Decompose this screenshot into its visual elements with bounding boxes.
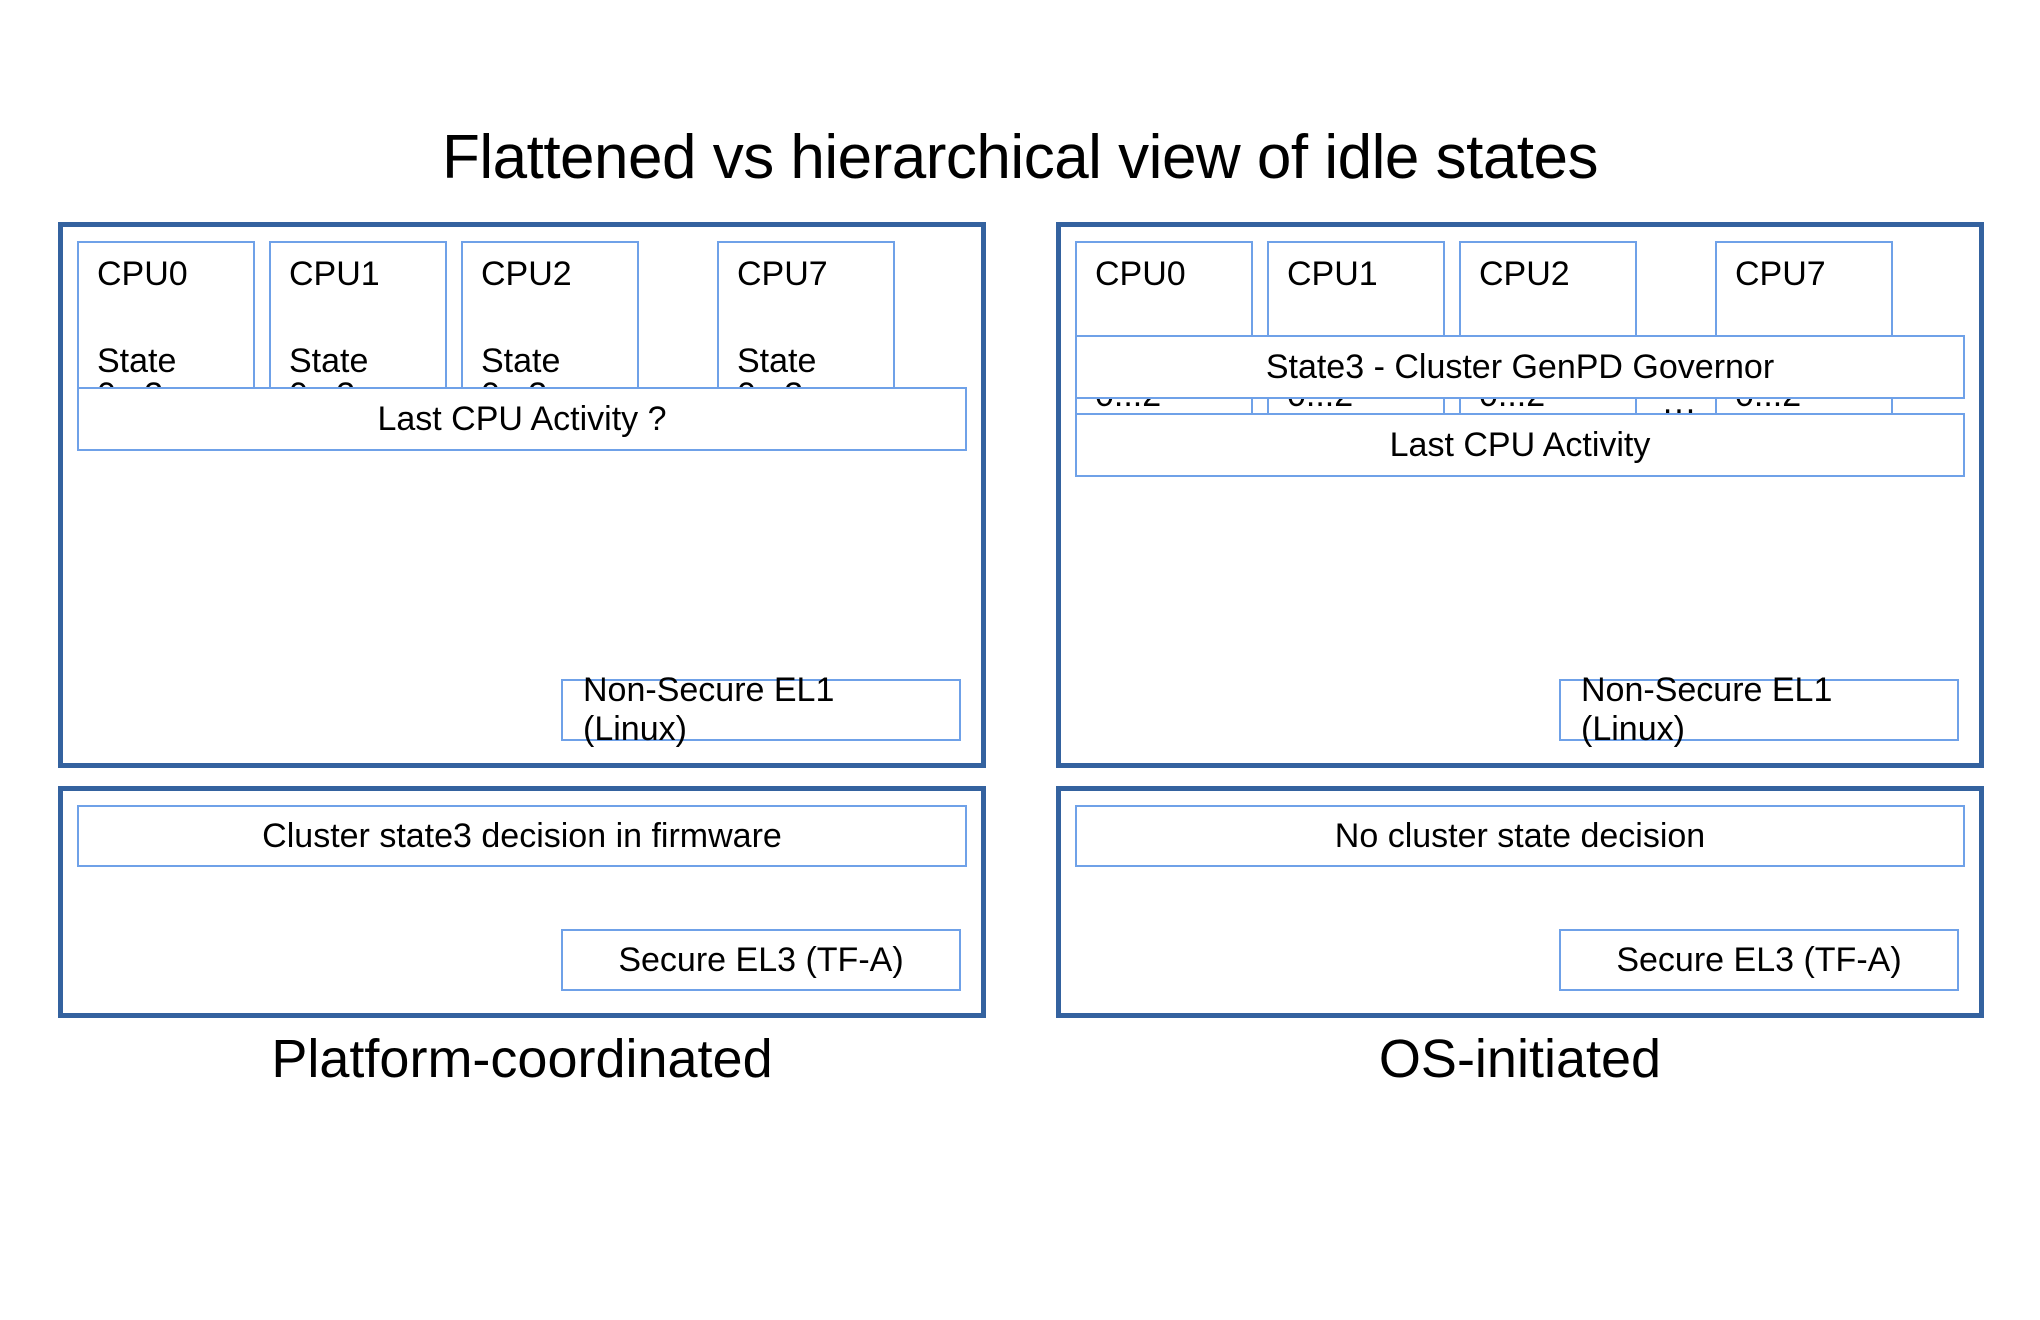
bar-cluster-state-decision: No cluster state decision [1075,805,1965,867]
level-tag-non-secure-el1: Non-Secure EL1 (Linux) [1559,671,1959,748]
caption-platform-coordinated: Platform-coordinated [271,1029,773,1089]
fw-panel-os-initiated: No cluster state decision Secure EL3 (TF… [1056,786,1984,1018]
cpu-name: CPU7 [1735,255,1826,293]
level-tag-secure-el3: Secure EL3 (TF-A) [561,929,961,991]
bar-cluster-state-decision: Cluster state3 decision in firmware [77,805,967,867]
os-panel-os-initiated: CPU0 State 0...2 CPU1 State 0...2 CPU2 S… [1056,222,1984,768]
cpu-state-label: State [289,341,369,380]
page-title: Flattened vs hierarchical view of idle s… [441,123,1599,192]
cpu-state-label: State [737,341,817,380]
cpu-name: CPU2 [1479,255,1570,293]
bar-cluster-genpd-governor: State3 - Cluster GenPD Governor [1075,335,1965,399]
cpu-name: CPU0 [97,255,188,293]
column-platform-coordinated: CPU0 State 0...3 CPU1 State 0...3 CPU2 S… [58,222,986,1018]
level-tag-secure-el3: Secure EL3 (TF-A) [1559,929,1959,991]
cpu-name: CPU1 [1287,255,1378,293]
caption-os-initiated: OS-initiated [1378,1029,1662,1089]
column-os-initiated: CPU0 State 0...2 CPU1 State 0...2 CPU2 S… [1056,222,1984,1018]
level-tag-non-secure-el1: Non-Secure EL1 (Linux) [561,671,961,748]
os-panel-platform-coordinated: CPU0 State 0...3 CPU1 State 0...3 CPU2 S… [58,222,986,768]
cpu-state-label: State [481,341,561,380]
bar-last-cpu-activity: Last CPU Activity ? [77,387,967,451]
cpu-name: CPU7 [737,255,828,293]
cpu-name: CPU2 [481,255,572,293]
cpu-name: CPU0 [1095,255,1186,293]
cpu-state-label: State [97,341,177,380]
cpu-name: CPU1 [289,255,380,293]
fw-panel-platform-coordinated: Cluster state3 decision in firmware Secu… [58,786,986,1018]
bar-last-cpu-activity: Last CPU Activity [1075,413,1965,477]
